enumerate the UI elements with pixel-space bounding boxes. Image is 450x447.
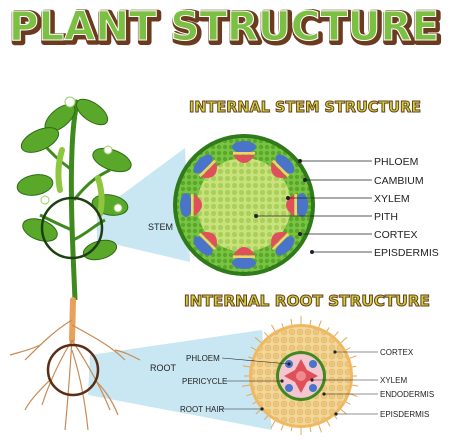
phloem-tissue	[275, 236, 295, 256]
xylem-tissue	[200, 232, 217, 249]
root-hair	[246, 392, 254, 397]
stem-tag: STEM	[148, 222, 173, 232]
vascular-bundle	[271, 154, 295, 178]
tap-root	[69, 297, 76, 343]
title-outline: PLANT STRUCTURE	[11, 6, 441, 52]
stem-callout-cone	[97, 148, 190, 262]
stem-label-episdermis: EPISDERMIS	[374, 247, 439, 259]
xylem-tissue	[271, 161, 288, 178]
plant-illustration	[9, 96, 141, 431]
root-label-root-hair: ROOT HAIR	[180, 405, 225, 414]
root-hair	[344, 401, 351, 405]
bean-pod	[55, 147, 65, 193]
stem-label-phloem: PHLOEM	[374, 156, 418, 168]
leaf	[92, 147, 132, 173]
root-hair	[271, 324, 276, 333]
leaf	[16, 174, 54, 196]
flower	[64, 96, 76, 108]
root-callout-cone	[88, 330, 272, 430]
phloem-tissue	[296, 193, 308, 217]
phloem-tissue	[180, 193, 192, 217]
root-hair	[250, 346, 258, 351]
root-hair	[339, 337, 348, 344]
root-label-phloem: PHLOEM	[186, 354, 220, 363]
cambium-tissue	[271, 232, 290, 251]
bean-pod	[95, 175, 105, 217]
page-title: PLANT STRUCTURE	[9, 4, 439, 50]
phloem-tissue	[232, 141, 256, 153]
stem-label-cortex: CORTEX	[374, 229, 418, 241]
cambium-tissue	[233, 255, 255, 258]
xylem-tissue	[194, 194, 202, 216]
flower	[40, 195, 50, 205]
root-hair	[317, 423, 322, 433]
xylem-tissue	[271, 232, 288, 249]
vascular-bundle	[193, 154, 217, 178]
cambium-tissue	[198, 159, 217, 178]
cambium-tissue	[233, 152, 255, 155]
root-hair	[326, 419, 331, 427]
stem-labels: PHLOEM CAMBIUM XYLEM PITH CORTEX EPISDER…	[254, 156, 439, 259]
xylem-tissue	[233, 247, 255, 255]
vascular-bundle	[232, 141, 256, 163]
flower	[113, 203, 123, 213]
stem-zoom-circle	[40, 196, 104, 260]
phloem-tissue	[193, 236, 213, 256]
stem-cross-section	[173, 134, 315, 276]
root-xylem	[284, 359, 318, 393]
vascular-bundle	[180, 193, 202, 217]
root-left-labels: PHLOEM PERICYCLE ROOT HAIR	[180, 354, 291, 414]
phloem-tissue	[232, 257, 256, 269]
root-hair	[317, 320, 322, 329]
stem-label-pith: PITH	[374, 211, 398, 223]
root-right-labels: CORTEX XYLEM ENDODERMIS EPISDERMIS	[310, 348, 434, 419]
leaf	[75, 98, 109, 126]
root-hair	[270, 419, 276, 429]
stem-pith	[197, 158, 291, 252]
root-hair	[344, 347, 351, 351]
root-hair	[242, 365, 251, 368]
root-label-xylem: XYLEM	[380, 376, 407, 385]
root-label-endodermis: ENDODERMIS	[380, 390, 434, 399]
root-hair	[351, 384, 359, 387]
cambium-tissue	[271, 159, 290, 178]
main-stem	[68, 99, 81, 301]
root-heading: INTERNAL ROOT STRUCTURE	[184, 292, 430, 310]
root-hair	[241, 384, 251, 387]
root-hair	[333, 331, 339, 338]
root-hair	[263, 414, 269, 420]
root-label-cortex: CORTEX	[380, 348, 414, 357]
phloem-tissue	[275, 154, 295, 174]
xylem-tissue	[233, 155, 255, 163]
phloem-tissue	[193, 154, 213, 174]
flower	[103, 145, 113, 155]
root-cross-section	[241, 316, 359, 435]
root-label-episdermis: EPISDERMIS	[380, 410, 429, 419]
xylem-tissue	[200, 161, 217, 178]
stem-label-cambium: CAMBIUM	[374, 175, 424, 187]
cambium-tissue	[191, 194, 194, 216]
stem-label-xylem: XYLEM	[374, 193, 410, 205]
root-hair	[263, 332, 269, 338]
stem-heading: INTERNAL STEM STRUCTURE	[189, 98, 421, 116]
vascular-bundle	[232, 247, 256, 269]
root-hair	[348, 355, 357, 360]
vascular-bundle	[271, 232, 295, 256]
root-zoom-circle	[46, 343, 100, 397]
vascular-bundle	[193, 232, 217, 256]
leaf	[20, 127, 60, 153]
root-hair	[290, 318, 293, 326]
leaf	[22, 218, 58, 242]
root-hair	[339, 408, 347, 415]
root-tag: ROOT	[150, 363, 177, 373]
root-hair	[254, 337, 263, 344]
cambium-tissue	[198, 232, 217, 251]
cambium-tissue	[294, 194, 297, 216]
title-group: PLANT STRUCTURE PLANT STRUCTURE	[8, 3, 444, 55]
vascular-bundles	[180, 141, 308, 269]
root-label-pericycle: PERICYCLE	[182, 377, 227, 386]
root-hair	[280, 423, 285, 431]
